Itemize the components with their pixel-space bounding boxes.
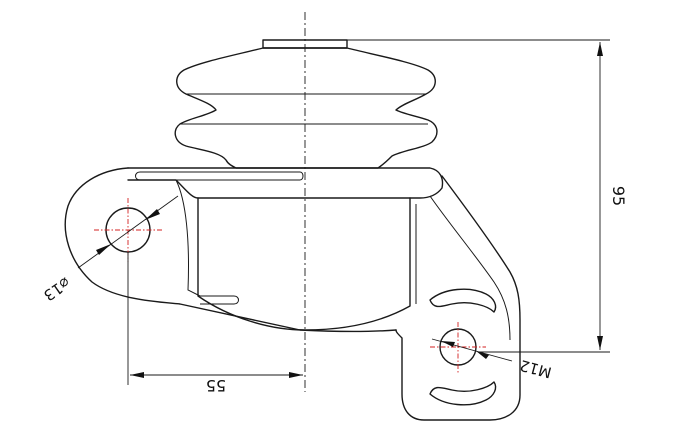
pulley	[174, 39, 438, 169]
bracket-right-arm	[395, 175, 521, 421]
bracket-slot-top	[135, 171, 304, 181]
bracket	[64, 167, 521, 421]
leader-thread: M12	[431, 338, 554, 382]
dimension-height: 95	[347, 39, 628, 353]
leader-hole-diameter: ⌀13	[40, 195, 179, 305]
mount-slot-upper	[429, 288, 497, 313]
dimension-height-label: 95	[609, 186, 628, 206]
right-hole	[430, 322, 486, 374]
mount-slot-lower	[429, 381, 497, 406]
bracket-inner-web	[175, 179, 201, 297]
bracket-slot-bottom	[200, 295, 239, 305]
arrowhead	[145, 209, 160, 220]
arrowhead	[597, 336, 603, 350]
pulley-outline	[174, 47, 438, 169]
thread-label: M12	[518, 356, 554, 382]
arrowhead	[96, 244, 111, 255]
arrowhead	[441, 341, 455, 347]
bracket-body	[197, 197, 411, 331]
leader-line	[77, 195, 179, 269]
bracket-left-lobe	[64, 167, 397, 333]
bracket-right-arm-inner	[429, 195, 511, 341]
dimension-width: 55	[127, 252, 303, 395]
arrowhead	[289, 372, 303, 378]
arrowhead	[130, 372, 144, 378]
dimension-width-label: 55	[206, 376, 226, 395]
hole-diameter-label: ⌀13	[40, 274, 73, 305]
arrowhead	[476, 351, 489, 359]
arrowhead	[597, 42, 603, 56]
